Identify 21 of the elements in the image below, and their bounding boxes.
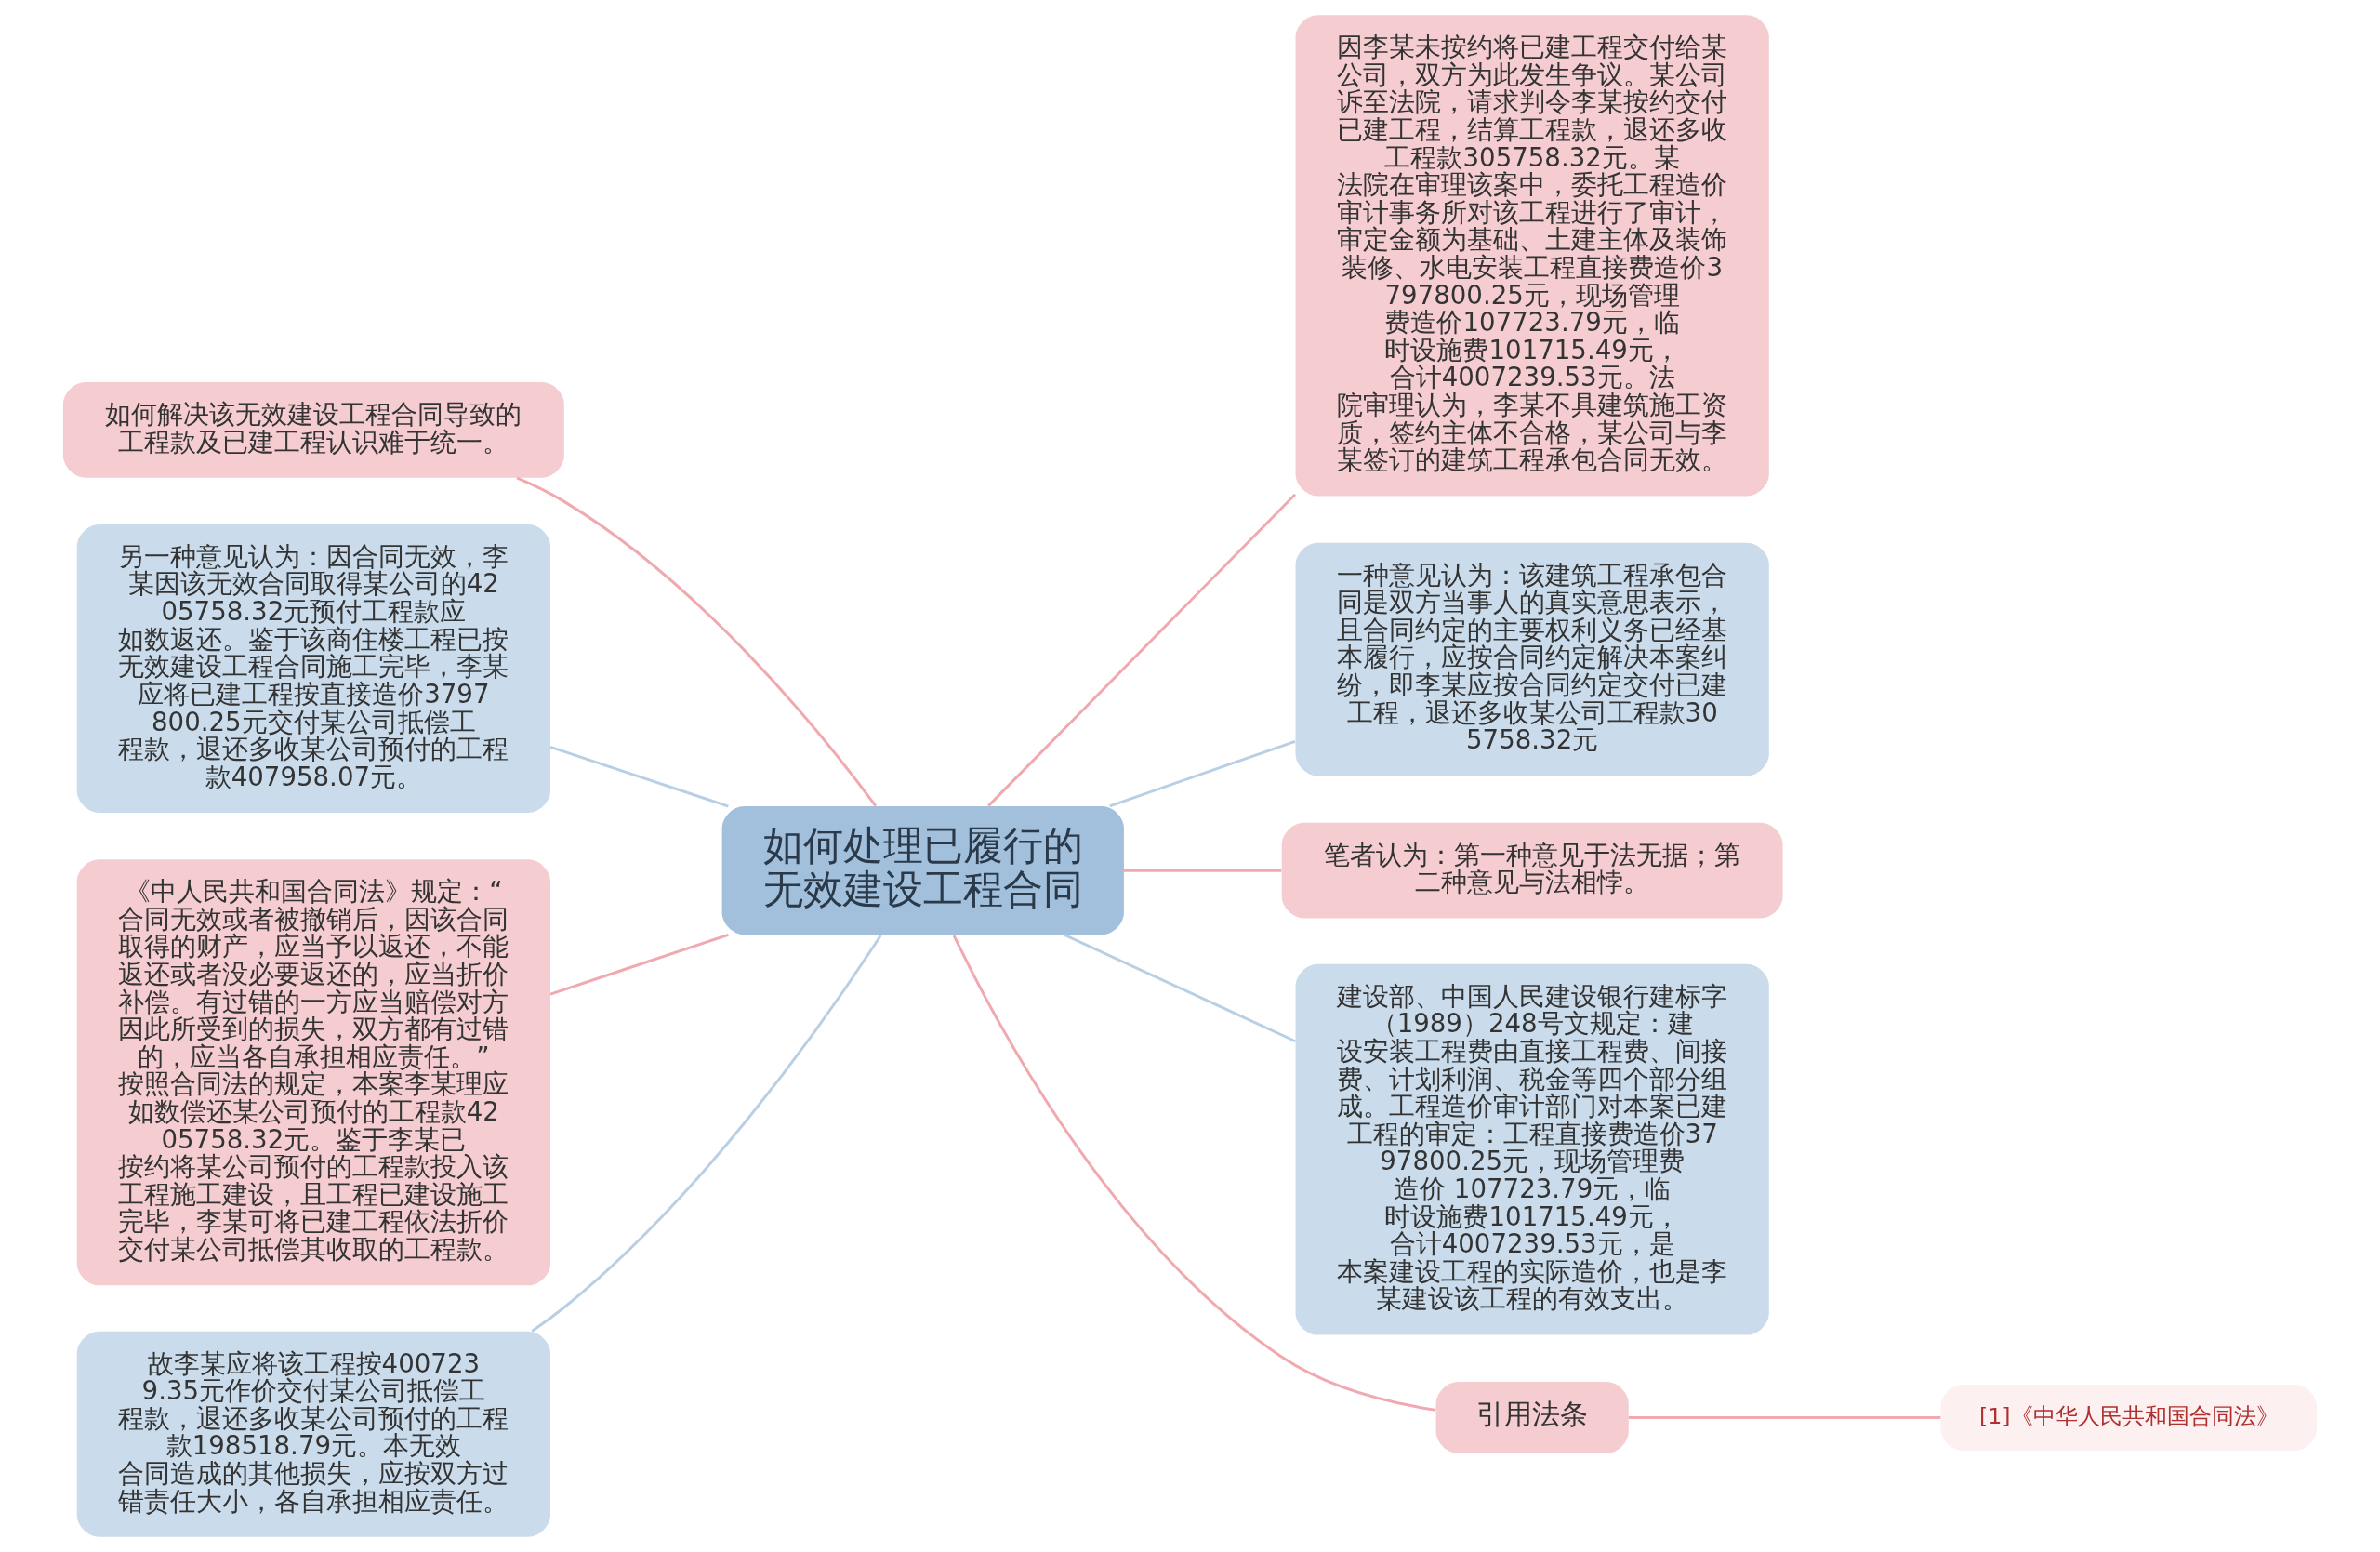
node-box: 《中人民共和国合同法》规定：“合同无效或者被撤销后，因该合同取得的财产，应当予以返还，不能返还或者没必要返还的，应当折价补偿。有过错的一方应当赔偿对方因此所受到的损失，双方都有过错的，应当各自承担相应责任。” 按照合同法的规定，本案李某理应如数偿还某公司预付的工程款4205758.32元。鉴于李某已按约将某公司预付的工程款投入该工程施工建设，且工程已建设施工完毕，李某可将已建工程依法折价交付某公司抵偿其收取的工程款。 [76, 859, 550, 1286]
connector [1628, 1415, 1941, 1419]
connector [531, 935, 882, 1333]
node-box: 引用法条 [1435, 1381, 1629, 1453]
node-box: 另一种意见认为：因合同无效，李某因该无效合同取得某公司的4205758.32元预付工程款应如数返还。鉴于该商住楼工程已按无效建设工程合同施工完毕，李某应将已建工程按直接造价3797800.25元交付某公司抵偿工程款，退还多收某公司预付的工程款407958.07元。 [76, 524, 550, 813]
node-box: 故李某应将该工程按4007239.35元作价交付某公司抵偿工程款，退还多收某公司预付的工程款198518.79元。本无效合同造成的其他损失，应按双方过错责任大小，各自承担相应责任。 [76, 1331, 550, 1537]
connector [549, 745, 729, 808]
node-box: 一种意见认为：该建筑工程承包合同是双方当事人的真实意思表示，且合同约定的主要权利义务已经基本履行，应按合同约定解决本案纠纷，即李某应按合同约定交付已建工程，退还多收某公司工程款305758.32元 [1295, 542, 1769, 776]
node-box: 建设部、中国人民建设银行建标字（1989）248号文规定：建设安装工程费由直接工程费、间接费、计划利润、税金等四个部分组成。工程造价审计部门对本案已建工程的审定：工程直接费造价3797800.25元，现场管理费造价 107723.79元，临时设施费101715.49元，合计4007239.53元，是本案建设工程的实际造价，也是李某建设该工程的有效支出。 [1295, 963, 1769, 1335]
connector [1109, 739, 1296, 808]
connector [987, 493, 1297, 807]
node-box: 如何解决该无效建设工程合同导致的工程款及已建工程认识难于统一。 [62, 382, 564, 478]
connector [549, 933, 729, 996]
node-box: 因李某未按约将已建工程交付给某公司，双方为此发生争议。某公司诉至法院，请求判令李某按约交付已建工程，结算工程款，退还多收工程款305758.32元。某法院在审理该案中，委托工程造价审计事务所对该工程进行了审计，审定金额为基础、土建主体及装饰装修、水电安装工程直接费造价3797800.25元，现场管理费造价107723.79元，临时设施费101715.49元，合计4007239.53元。法院审理认为，李某不具建筑施工资质，签约主体不合格，某公司与李某签订的建筑工程承包合同无效。 [1295, 15, 1769, 497]
connector [1064, 934, 1296, 1043]
node-box: 笔者认为：第一种意见于法无据；第二种意见与法相悖。 [1281, 822, 1783, 919]
node-box: [1]《中华人民共和国合同法》 [1940, 1384, 2318, 1451]
connector [952, 935, 1436, 1412]
connector [1123, 869, 1282, 872]
node-box: 如何处理已履行的无效建设工程合同 [721, 806, 1124, 935]
connector [516, 476, 878, 807]
